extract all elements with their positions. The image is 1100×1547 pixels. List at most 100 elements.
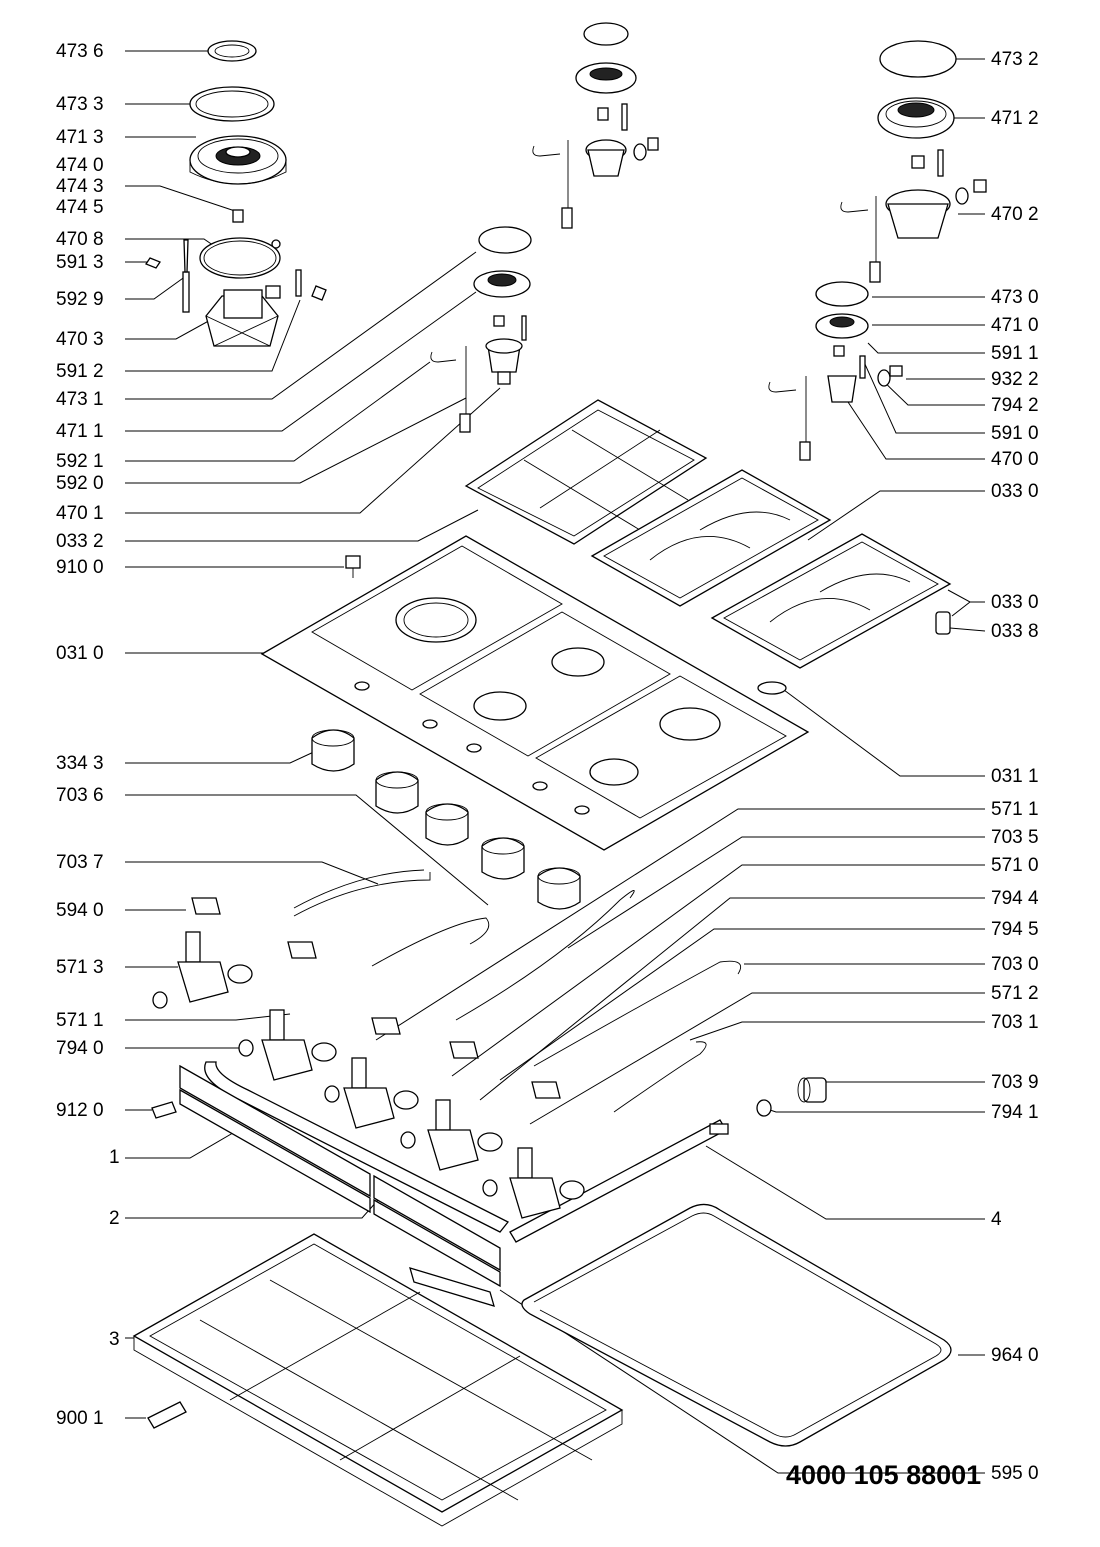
semi-rapid-burner-cap-top [583,22,629,46]
leader-lines [125,50,986,1474]
label-794-2: 794 2 [991,395,1039,416]
label-794-4: 794 4 [991,888,1039,909]
label-794-5: 794 5 [991,919,1039,940]
semi-rapid-thermocouple-top [532,140,573,229]
pan-support-left [464,399,708,545]
valve-seal-rings [152,991,772,1197]
wok-burner-crown [189,135,287,185]
pan-support-right [710,533,952,669]
pan-support-centre [590,469,832,607]
label-912-0: 912 0 [56,1100,104,1121]
label-964-0: 964 0 [991,1345,1039,1366]
auxiliary-burner-cap [478,226,532,254]
mounting-clip [147,1401,187,1429]
label-473-0: 473 0 [991,287,1039,308]
semi-rapid-burner-body-top [585,103,659,177]
auxiliary-burner-body [485,315,527,385]
label-474-0: 474 0 [56,155,104,176]
rapid-burner-cap-top-right [879,40,957,78]
wok-burner-body [205,285,281,347]
gas-valve-2 [261,941,337,1081]
wok-burner-cap-small [207,40,257,62]
label-031-1: 031 1 [991,766,1039,787]
label-033-0-top: 033 0 [991,481,1039,502]
label-471-2: 471 2 [991,108,1039,129]
label-592-1: 592 1 [56,451,104,472]
right-labels: 473 2 471 2 470 2 473 0 471 0 591 1 932 … [991,49,1039,1484]
label-794-1: 794 1 [991,1102,1039,1123]
gas-valve-3 [343,1017,419,1129]
label-592-0: 592 0 [56,473,104,494]
label-571-3: 571 3 [56,957,104,978]
label-571-1-right: 571 1 [991,799,1039,820]
label-033-0-bottom: 033 0 [991,592,1039,613]
connector-block [409,1267,495,1307]
gas-valve-1 [177,897,253,1003]
label-591-2: 591 2 [56,361,104,382]
auxiliary-thermocouple [430,346,471,433]
gas-valve-5 [509,1081,585,1219]
gas-valves [177,897,585,1219]
hob-top-plate [260,535,810,851]
wok-spark-plug [295,269,302,297]
label-471-3: 471 3 [56,127,104,148]
label-470-0: 470 0 [991,449,1039,470]
control-knob-4 [481,837,525,880]
label-473-6: 473 6 [56,41,104,62]
label-595-0: 595 0 [991,1463,1039,1484]
label-473-1: 473 1 [56,389,104,410]
label-571-2: 571 2 [991,983,1039,1004]
label-703-6: 703 6 [56,785,104,806]
gas-pipes [204,869,742,1243]
wok-burner-cap-large [189,86,275,122]
wok-thermocouple [182,239,190,313]
label-571-0: 571 0 [991,855,1039,876]
base-tray [132,1233,624,1527]
gasket-seal [521,1203,952,1447]
control-knob-holes [354,681,590,815]
pan-support-screw [345,555,361,578]
label-794-0: 794 0 [56,1038,104,1059]
left-labels: 473 6 473 3 471 3 474 0 474 3 474 5 470 … [56,41,120,1429]
rapid-burner-crown-top-right [877,97,955,139]
control-knob-2 [375,771,419,814]
label-591-0: 591 0 [991,423,1039,444]
label-910-0: 910 0 [56,557,104,578]
label-3: 3 [109,1329,120,1350]
control-knob-5 [537,867,581,910]
right-small-burner-crown [815,313,869,339]
label-591-1: 591 1 [991,343,1039,364]
rapid-burner-body-top-right [885,149,987,239]
label-473-3: 473 3 [56,94,104,115]
rapid-thermocouple-top-right [840,196,881,283]
label-703-5: 703 5 [991,827,1039,848]
label-033-8: 033 8 [991,621,1039,642]
label-594-0: 594 0 [56,900,104,921]
screw [151,1101,177,1119]
label-470-3: 470 3 [56,329,104,350]
wok-bracket [311,285,327,301]
label-571-1-left: 571 1 [56,1010,104,1031]
wok-clip [145,257,161,269]
label-471-0: 471 0 [991,315,1039,336]
label-592-9: 592 9 [56,289,104,310]
label-474-3: 474 3 [56,176,104,197]
label-2: 2 [109,1208,120,1229]
label-470-8: 470 8 [56,229,104,250]
control-knob-1 [311,729,355,772]
label-334-3: 334 3 [56,753,104,774]
label-591-3: 591 3 [56,252,104,273]
label-703-7: 703 7 [56,852,104,873]
label-031-0: 031 0 [56,643,104,664]
label-4: 4 [991,1209,1002,1230]
front-panel-right [373,1174,501,1288]
label-471-1: 471 1 [56,421,104,442]
label-703-0: 703 0 [991,954,1039,975]
semi-rapid-burner-crown-top [575,62,637,94]
control-knobs [311,729,581,910]
gas-valve-4 [427,1041,503,1171]
hob-logo-badge [757,681,787,695]
label-473-2: 473 2 [991,49,1039,70]
